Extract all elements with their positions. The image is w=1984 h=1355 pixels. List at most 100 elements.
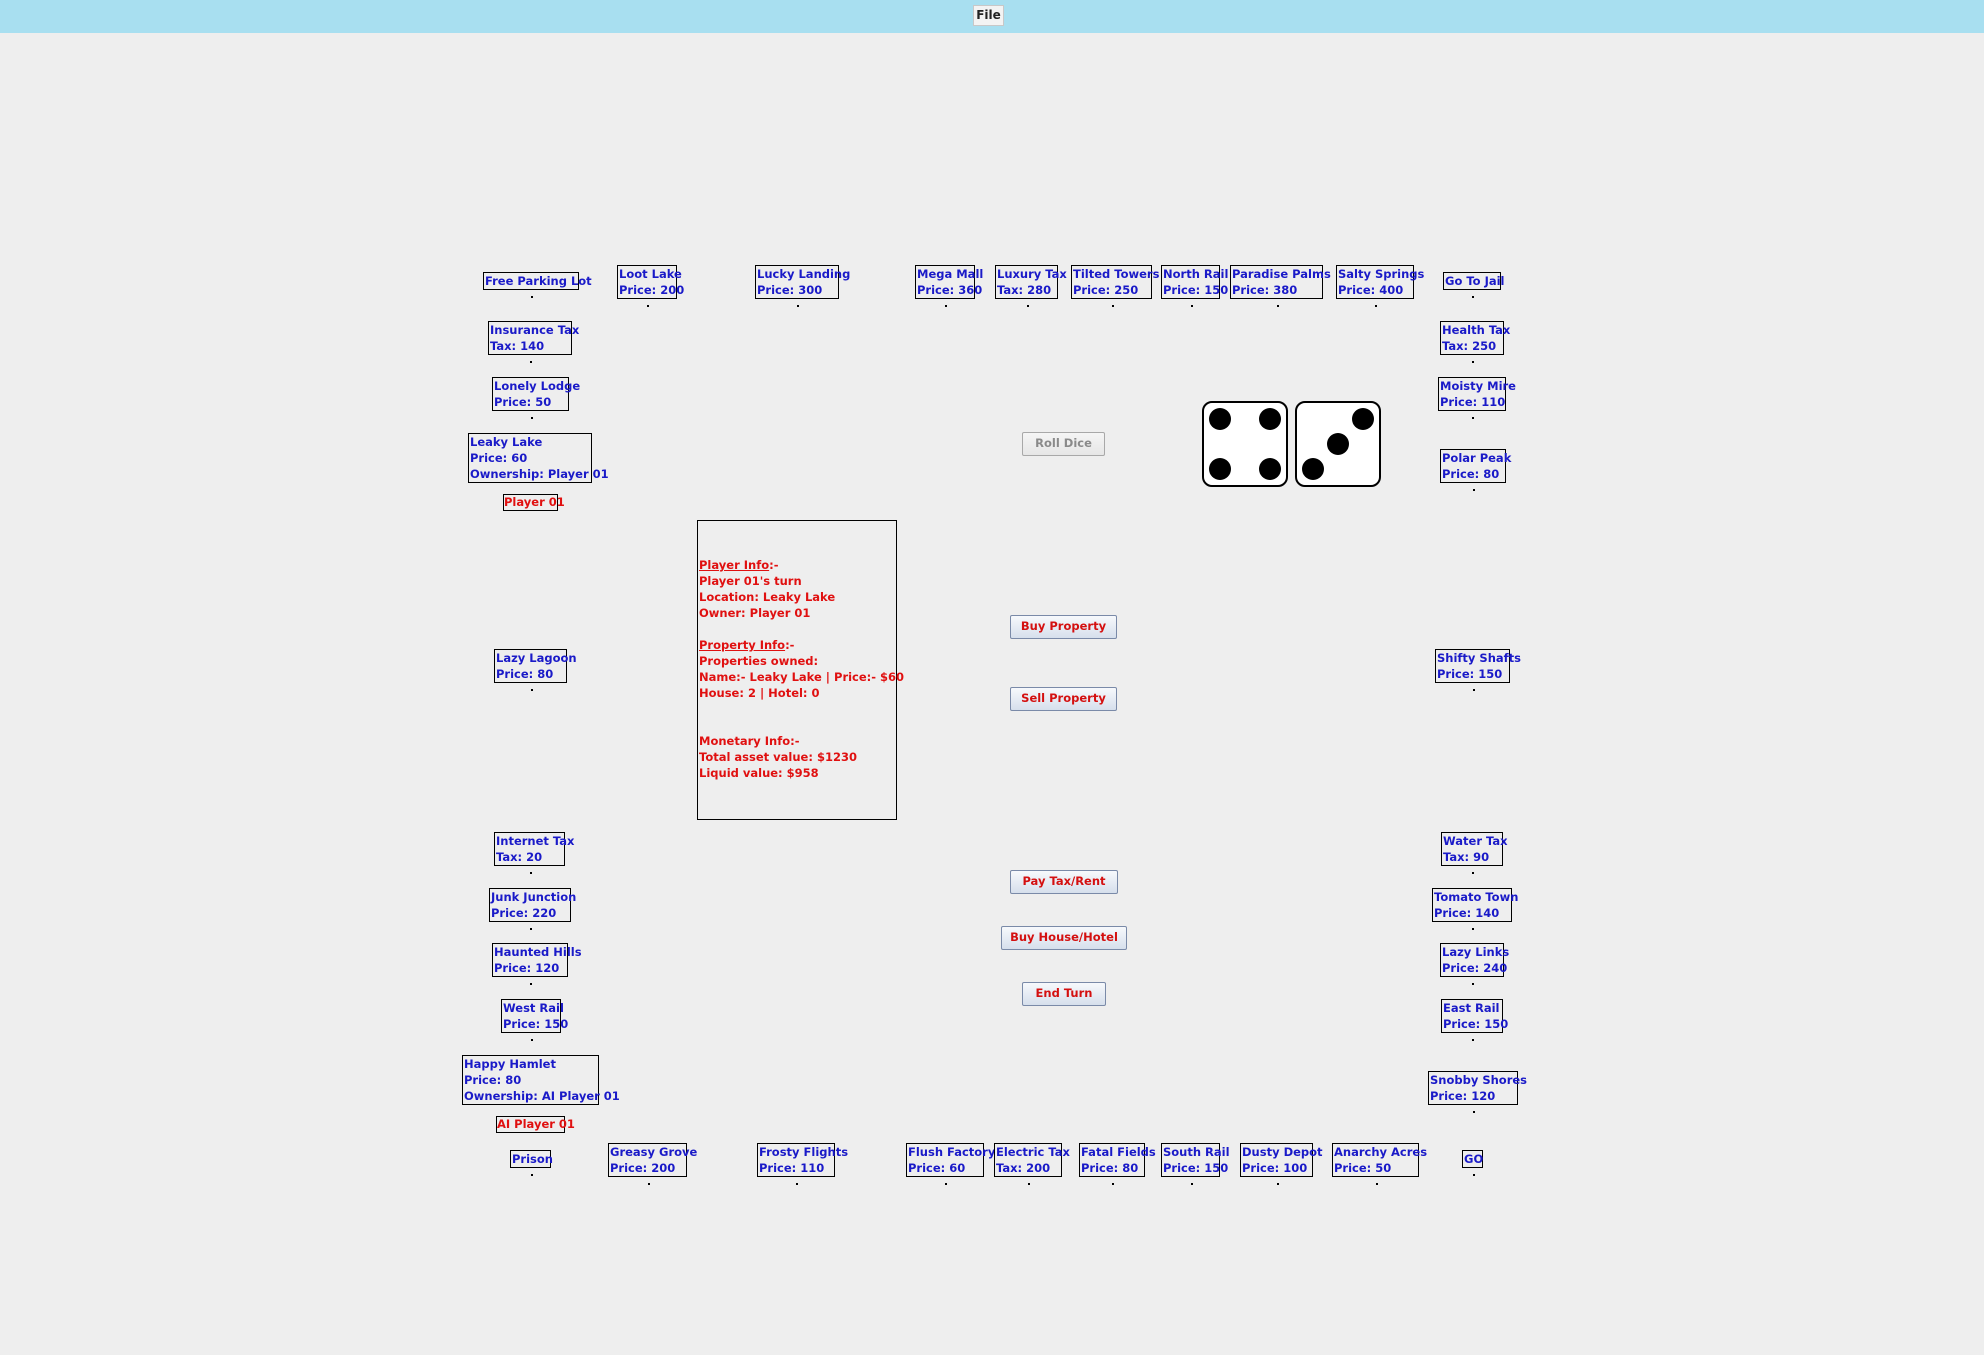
position-marker — [1472, 872, 1474, 874]
owned-property-line: Name:- Leaky Lake | Price:- $60 — [699, 670, 905, 684]
die-pip — [1209, 408, 1232, 431]
tile-line: Price: 380 — [1232, 283, 1298, 297]
position-marker — [1112, 305, 1114, 307]
property-info-header-suffix: :- — [785, 638, 795, 652]
position-marker — [647, 305, 649, 307]
position-marker — [1473, 1174, 1475, 1176]
tile-line: Tax: 20 — [496, 850, 543, 864]
player-info-header: Player Info — [699, 558, 770, 572]
position-marker — [1027, 305, 1029, 307]
position-marker — [530, 928, 532, 930]
house-hotel-count: House: 2 | Hotel: 0 — [699, 686, 820, 700]
tile-line: Junk Junction — [491, 890, 577, 904]
roll-dice-button[interactable]: Roll Dice — [1022, 432, 1105, 456]
tile-line: Price: 250 — [1073, 283, 1139, 297]
tile-line: Price: 300 — [757, 283, 823, 297]
position-marker — [1472, 1039, 1474, 1041]
tile-line: Price: 240 — [1442, 961, 1508, 975]
player-token: Player 01 — [503, 494, 565, 511]
position-marker — [531, 689, 533, 691]
position-marker — [1112, 1183, 1114, 1185]
tile-line: Greasy Grove — [610, 1145, 698, 1159]
position-marker — [1472, 928, 1474, 930]
tile-line: Fatal Fields — [1081, 1145, 1156, 1159]
location-text: Location: Leaky Lake — [699, 590, 836, 604]
ai-player-token: AI Player 01 — [496, 1116, 575, 1133]
tile-line: Lazy Lagoon — [496, 651, 577, 665]
position-marker — [1472, 417, 1474, 419]
position-marker — [1277, 1183, 1279, 1185]
tile-line: Internet Tax — [496, 834, 575, 848]
tile-line: Lucky Landing — [757, 267, 851, 281]
tile-line: Price: 150 — [1443, 1017, 1509, 1031]
tile-line: West Rail — [503, 1001, 564, 1015]
tile-line: South Rail — [1163, 1145, 1230, 1159]
end-turn-button[interactable]: End Turn — [1022, 982, 1106, 1006]
die-pip — [1327, 433, 1349, 455]
pay-tax-rent-button[interactable]: Pay Tax/Rent — [1010, 870, 1118, 894]
properties-owned-label: Properties owned: — [699, 654, 819, 668]
property-info-header: Property Info — [699, 638, 786, 652]
tile-line: Electric Tax — [996, 1145, 1070, 1159]
position-marker — [1376, 1183, 1378, 1185]
tile-line: Price: 60 — [470, 451, 528, 465]
tile-line: East Rail — [1443, 1001, 1500, 1015]
position-marker — [531, 1039, 533, 1041]
position-marker — [797, 305, 799, 307]
die-1 — [1202, 401, 1288, 487]
tile-line: Health Tax — [1442, 323, 1511, 337]
position-marker — [1191, 1183, 1193, 1185]
buy-house-hotel-button[interactable]: Buy House/Hotel — [1001, 926, 1127, 950]
tile-line: Price: 200 — [610, 1161, 676, 1175]
tile-line: Price: 50 — [494, 395, 552, 409]
tile-line: Go To Jail — [1445, 274, 1505, 288]
tile-line: Flush Factory — [908, 1145, 996, 1159]
position-marker — [1277, 305, 1279, 307]
file-menu[interactable]: File — [973, 5, 1004, 26]
tile-line: Leaky Lake — [470, 435, 543, 449]
tile-line: North Rail — [1163, 267, 1229, 281]
tile-line: Price: 80 — [1081, 1161, 1139, 1175]
tile-line: Ownership: Player 01 — [470, 467, 609, 481]
position-marker — [1473, 689, 1475, 691]
sell-property-button[interactable]: Sell Property — [1010, 687, 1117, 711]
tile-line: Tax: 200 — [996, 1161, 1051, 1175]
tile-line: Price: 80 — [496, 667, 554, 681]
tile-line: Price: 400 — [1338, 283, 1404, 297]
menu-bar: File — [0, 0, 1984, 33]
tile-line: Lonely Lodge — [494, 379, 581, 393]
position-marker — [945, 305, 947, 307]
tile-line: Dusty Depot — [1242, 1145, 1323, 1159]
position-marker — [1191, 305, 1193, 307]
position-marker — [530, 361, 532, 363]
tile-line: Frosty Flights — [759, 1145, 849, 1159]
tile-line: Prison — [512, 1152, 553, 1166]
tile-go-to-jail: Go To Jail — [1443, 272, 1505, 290]
tile-line: Price: 50 — [1334, 1161, 1392, 1175]
tile-line: Price: 200 — [619, 283, 685, 297]
tile-line: Price: 150 — [1163, 283, 1229, 297]
position-marker — [1473, 489, 1475, 491]
position-marker — [1472, 296, 1474, 298]
tile-line: Moisty Mire — [1440, 379, 1516, 393]
position-marker — [1375, 305, 1377, 307]
tile-line: Price: 220 — [491, 906, 557, 920]
tile-line: Tilted Towers — [1073, 267, 1160, 281]
buy-property-button[interactable]: Buy Property — [1010, 615, 1117, 639]
die-pip — [1209, 457, 1232, 480]
tile-line: Tax: 250 — [1442, 339, 1497, 353]
